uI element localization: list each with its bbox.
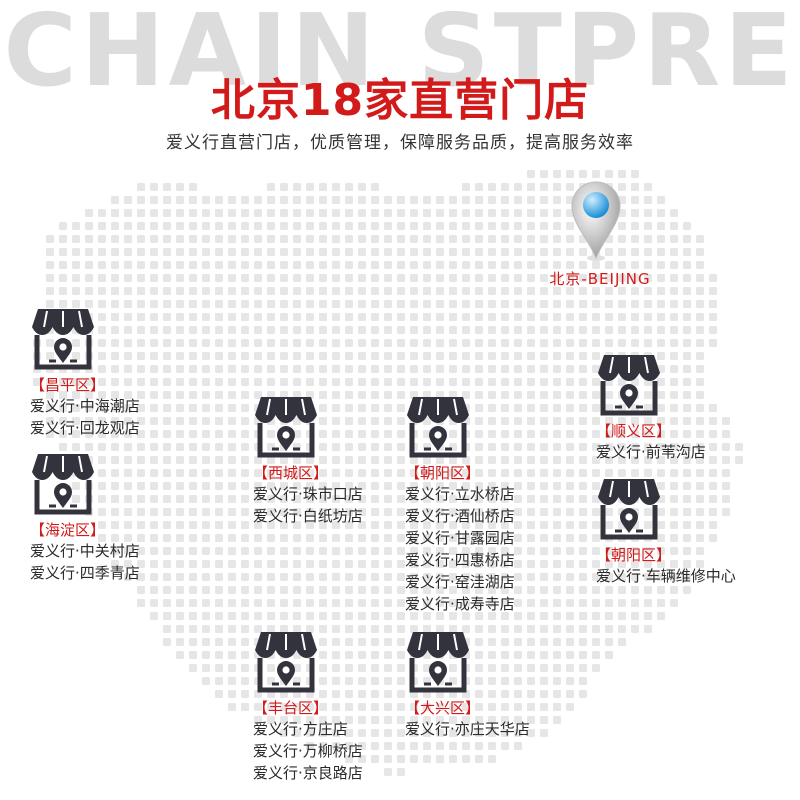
district-xicheng: 【西城区】 爱义行·珠市口店 爱义行·白纸坊店 — [253, 393, 513, 527]
store-icon — [30, 305, 96, 371]
store-item: 爱义行·窑洼湖店 — [405, 573, 515, 591]
district-daxing: 【大兴区】 爱义行·亦庄天华店 — [405, 628, 665, 740]
store-item: 爱义行·回龙观店 — [30, 419, 140, 437]
store-item: 爱义行·四惠桥店 — [405, 551, 515, 569]
district-name: 【海淀区】 — [30, 521, 106, 539]
store-item: 爱义行·京良路店 — [253, 764, 363, 782]
district-name: 【朝阳区】 — [596, 546, 672, 564]
store-item: 爱义行·四季青店 — [30, 564, 140, 582]
district-haidian: 【海淀区】 爱义行·中关村店 爱义行·四季青店 — [30, 450, 290, 584]
store-icon — [405, 393, 471, 459]
store-icon — [596, 475, 662, 541]
store-item: 爱义行·万柳桥店 — [253, 742, 363, 760]
store-item: 爱义行·中关村店 — [30, 542, 140, 560]
store-item: 爱义行·立水桥店 — [405, 485, 515, 503]
store-item: 爱义行·方庄店 — [253, 720, 348, 738]
district-name: 【丰台区】 — [253, 699, 329, 717]
district-changping: 【昌平区】 爱义行·中海潮店 爱义行·回龙观店 — [30, 305, 290, 439]
store-item: 爱义行·成寿寺店 — [405, 595, 515, 613]
district-chaoyang: 【朝阳区】 爱义行·立水桥店 爱义行·酒仙桥店 爱义行·甘露园店 爱义行·四惠桥… — [405, 393, 665, 615]
store-item: 爱义行·车辆维修中心 — [596, 567, 736, 585]
district-name: 【朝阳区】 — [405, 464, 481, 482]
location-pin-icon — [571, 181, 621, 261]
page-subtitle: 爱义行直营门店，优质管理，保障服务品质，提高服务效率 — [166, 133, 634, 153]
store-item: 爱义行·中海潮店 — [30, 397, 140, 415]
store-item: 爱义行·白纸坊店 — [253, 507, 363, 525]
district-shunyi: 【顺义区】 爱义行·前苇沟店 — [596, 351, 800, 463]
district-name: 【昌平区】 — [30, 376, 106, 394]
district-name: 【西城区】 — [253, 464, 329, 482]
district-fengtai: 【丰台区】 爱义行·方庄店 爱义行·万柳桥店 爱义行·京良路店 — [253, 628, 513, 784]
store-item: 爱义行·珠市口店 — [253, 485, 363, 503]
page-title: 北京18家直营门店 — [210, 75, 590, 126]
store-icon — [253, 393, 319, 459]
district-name: 【大兴区】 — [405, 699, 481, 717]
store-item: 爱义行·前苇沟店 — [596, 443, 706, 461]
store-icon — [253, 628, 319, 694]
pin-location-label: 北京-BEIJING — [549, 270, 651, 288]
store-item: 爱义行·甘露园店 — [405, 529, 515, 547]
store-icon — [405, 628, 471, 694]
store-item: 爱义行·酒仙桥店 — [405, 507, 515, 525]
district-chaoyang-repair: 【朝阳区】 爱义行·车辆维修中心 — [596, 475, 800, 587]
background-watermark-text: CHAIN STPRE — [3, 0, 797, 109]
store-icon — [596, 351, 662, 417]
store-item: 爱义行·亦庄天华店 — [405, 720, 530, 738]
district-name: 【顺义区】 — [596, 422, 672, 440]
store-icon — [30, 450, 96, 516]
